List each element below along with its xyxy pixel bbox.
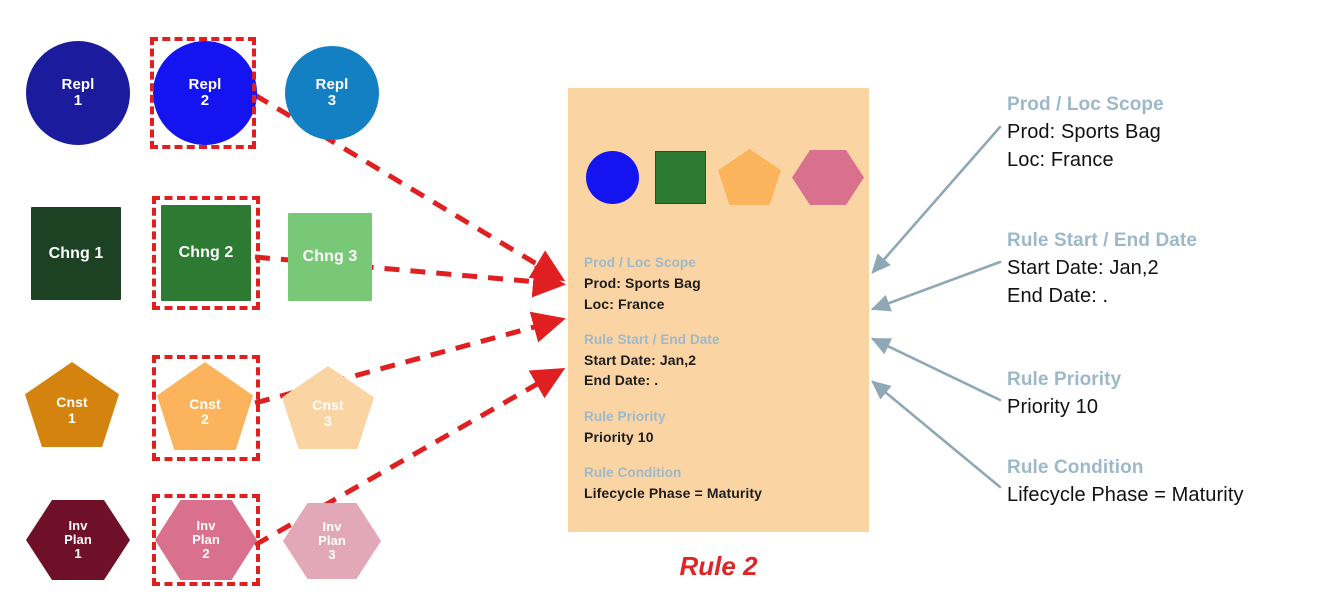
annotation-value: Prod: Sports Bag bbox=[1007, 120, 1161, 143]
hexagon-icon bbox=[792, 150, 864, 205]
rule-card-caption: Rule 2 bbox=[679, 551, 758, 581]
annotation-value: Lifecycle Phase = Maturity bbox=[1007, 483, 1244, 506]
rule-card[interactable]: Prod / Loc Scope Prod: Sports Bag Loc: F… bbox=[568, 88, 869, 532]
selection-box-inv-plan-2 bbox=[152, 494, 260, 586]
field-value: Prod: Sports Bag bbox=[584, 275, 701, 292]
node-label-line: 2 bbox=[200, 92, 210, 109]
palette-node-chng-2[interactable]: Chng 2 bbox=[161, 205, 251, 301]
node-label-line: Chng 1 bbox=[48, 244, 104, 262]
callout-arrow-priority bbox=[870, 337, 1002, 402]
annotation-value: End Date: . bbox=[1007, 284, 1109, 307]
annotation-header: Rule Priority bbox=[1007, 369, 1122, 390]
field-value: Lifecycle Phase = Maturity bbox=[584, 485, 763, 502]
palette-node-chng-3[interactable]: Chng 3 bbox=[288, 213, 372, 301]
node-label-line: Inv bbox=[68, 517, 88, 533]
annotation-priority: Rule Priority Priority 10 bbox=[1007, 367, 1121, 421]
node-label-line: 2 bbox=[202, 546, 210, 562]
pentagon-icon bbox=[718, 149, 781, 205]
rule-field-priority: Rule Priority Priority 10 bbox=[584, 407, 864, 448]
node-label-line: Inv bbox=[322, 518, 342, 534]
callout-arrow-scope bbox=[871, 125, 1002, 274]
annotation-header: Prod / Loc Scope bbox=[1007, 94, 1164, 115]
node-label-line: Repl bbox=[188, 75, 222, 93]
node-label-line: Cnst bbox=[189, 395, 221, 412]
rule-card-shape-row bbox=[586, 148, 864, 206]
field-value: Start Date: Jan,2 bbox=[584, 352, 697, 369]
node-label-line: Plan bbox=[192, 531, 220, 547]
node-label-line: 3 bbox=[324, 412, 332, 429]
node-label-line: Plan bbox=[318, 532, 346, 548]
annotation-header: Rule Condition bbox=[1007, 457, 1144, 478]
node-label-line: Chng 2 bbox=[178, 244, 234, 262]
node-label-line: Cnst bbox=[56, 394, 88, 411]
callout-arrow-dates bbox=[870, 260, 1002, 312]
palette-node-cnst-3[interactable]: Cnst 3 bbox=[282, 366, 374, 449]
annotation-condition: Rule Condition Lifecycle Phase = Maturit… bbox=[1007, 455, 1244, 509]
field-header: Rule Start / End Date bbox=[584, 331, 720, 347]
rule-field-start-end-date: Rule Start / End Date Start Date: Jan,2 … bbox=[584, 330, 864, 391]
palette-node-repl-3[interactable]: Repl 3 bbox=[285, 46, 379, 140]
circle-icon bbox=[586, 151, 639, 204]
node-label-line: 1 bbox=[73, 92, 83, 109]
annotation-value: Loc: France bbox=[1007, 148, 1114, 171]
node-label-line: Repl bbox=[61, 75, 95, 93]
node-label-line: Repl bbox=[315, 75, 349, 93]
field-value: Loc: France bbox=[584, 295, 665, 312]
selection-box-repl-2 bbox=[150, 37, 256, 149]
palette-node-repl-1[interactable]: Repl 1 bbox=[26, 41, 130, 145]
palette-node-inv-plan-3[interactable]: Inv Plan 3 bbox=[283, 503, 381, 579]
field-value: End Date: . bbox=[584, 372, 659, 389]
rule-field-prod-loc-scope: Prod / Loc Scope Prod: Sports Bag Loc: F… bbox=[584, 253, 864, 314]
callout-arrow-condition bbox=[871, 380, 1002, 489]
square-icon bbox=[655, 151, 706, 204]
annotation-prod-loc-scope: Prod / Loc Scope Prod: Sports Bag Loc: F… bbox=[1007, 92, 1164, 174]
rule-field-condition: Rule Condition Lifecycle Phase = Maturit… bbox=[584, 463, 864, 504]
field-value: Priority 10 bbox=[584, 428, 654, 445]
selection-box-chng-2 bbox=[152, 196, 260, 310]
node-label-line: 1 bbox=[68, 409, 76, 426]
node-label-line: Cnst bbox=[312, 397, 344, 414]
annotation-value: Priority 10 bbox=[1007, 395, 1099, 418]
field-header: Rule Condition bbox=[584, 465, 682, 481]
palette-node-cnst-1[interactable]: Cnst 1 bbox=[25, 362, 119, 447]
rule-card-fields: Prod / Loc Scope Prod: Sports Bag Loc: F… bbox=[584, 253, 864, 504]
node-label-line: 2 bbox=[201, 411, 209, 427]
node-label-line: Inv bbox=[196, 517, 216, 533]
node-label-line: 3 bbox=[328, 547, 336, 563]
annotation-header: Rule Start / End Date bbox=[1007, 230, 1198, 251]
node-label-line: 3 bbox=[327, 92, 337, 109]
field-header: Rule Priority bbox=[584, 408, 666, 424]
selection-box-cnst-2 bbox=[152, 355, 260, 461]
annotation-value: Start Date: Jan,2 bbox=[1007, 256, 1159, 279]
field-header: Prod / Loc Scope bbox=[584, 255, 696, 270]
node-label-line: 1 bbox=[74, 546, 82, 562]
palette-node-inv-plan-1[interactable]: Inv Plan 1 bbox=[26, 500, 130, 580]
node-label-line: Plan bbox=[64, 531, 92, 547]
annotation-start-end-date: Rule Start / End Date Start Date: Jan,2 … bbox=[1007, 228, 1197, 310]
node-label-line: Chng 3 bbox=[302, 248, 358, 266]
palette-node-repl-2[interactable]: Repl 2 bbox=[153, 41, 257, 145]
palette-node-chng-1[interactable]: Chng 1 bbox=[31, 207, 121, 300]
